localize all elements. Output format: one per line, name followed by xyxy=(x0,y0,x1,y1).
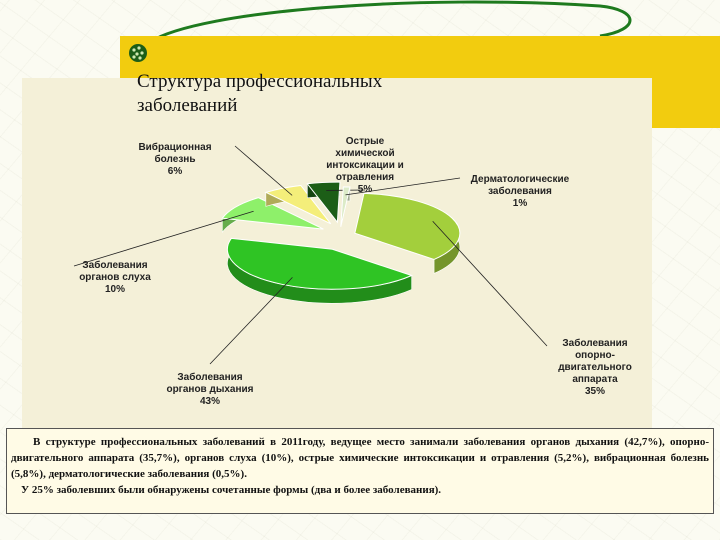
caption-paragraph-1: В структуре профессиональных заболеваний… xyxy=(11,436,709,480)
leader-line-1 xyxy=(432,220,548,347)
pie-slice-6 xyxy=(340,186,351,227)
leader-line-6 xyxy=(345,177,461,196)
pie-slice-2 xyxy=(226,237,414,304)
pie-slice-5 xyxy=(306,181,341,224)
leader-line-2 xyxy=(209,277,293,365)
bullet-globe-icon xyxy=(129,44,147,62)
decorative-curve xyxy=(149,0,632,44)
pie-slice-1 xyxy=(354,192,461,274)
leader-line-4 xyxy=(234,145,293,196)
pie-slice-4 xyxy=(264,184,332,225)
caption-box: В структуре профессиональных заболеваний… xyxy=(6,428,714,514)
page-title: Структура профессиональных заболеваний xyxy=(137,71,383,116)
leader-line-3 xyxy=(73,210,254,267)
caption-paragraph-2: У 25% заболевших были обнаружены сочетан… xyxy=(21,484,442,496)
